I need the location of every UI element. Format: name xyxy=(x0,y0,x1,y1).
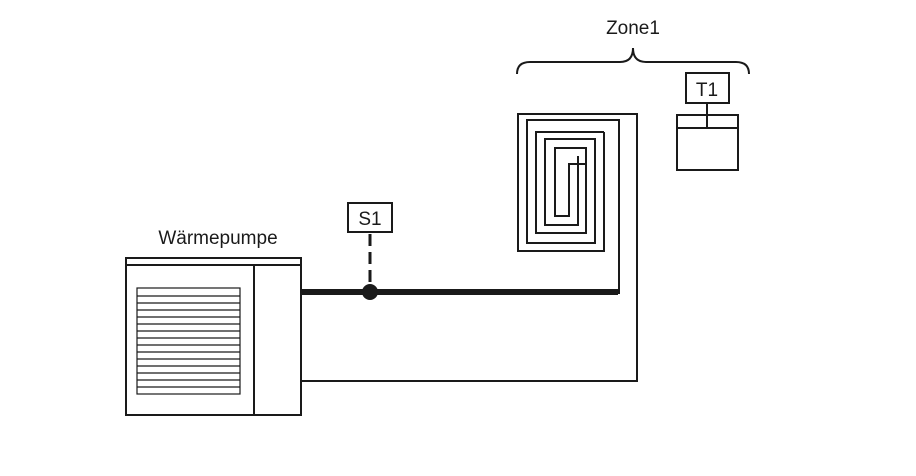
zone-brace xyxy=(516,47,750,75)
sensor-label: S1 xyxy=(358,209,381,230)
heat-pump-grille xyxy=(136,287,241,395)
heat-pump-label: Wärmepumpe xyxy=(158,228,277,249)
thermostat-box xyxy=(685,72,730,104)
sensor-box xyxy=(347,202,393,233)
heat-pump-unit xyxy=(125,257,302,416)
return-pipe xyxy=(301,113,638,382)
sensor-junction xyxy=(362,284,378,300)
thermostat-device xyxy=(676,103,739,171)
underfloor-heating-spiral xyxy=(526,119,620,244)
thermostat-label: T1 xyxy=(696,80,718,101)
zone-label: Zone1 xyxy=(606,18,660,39)
